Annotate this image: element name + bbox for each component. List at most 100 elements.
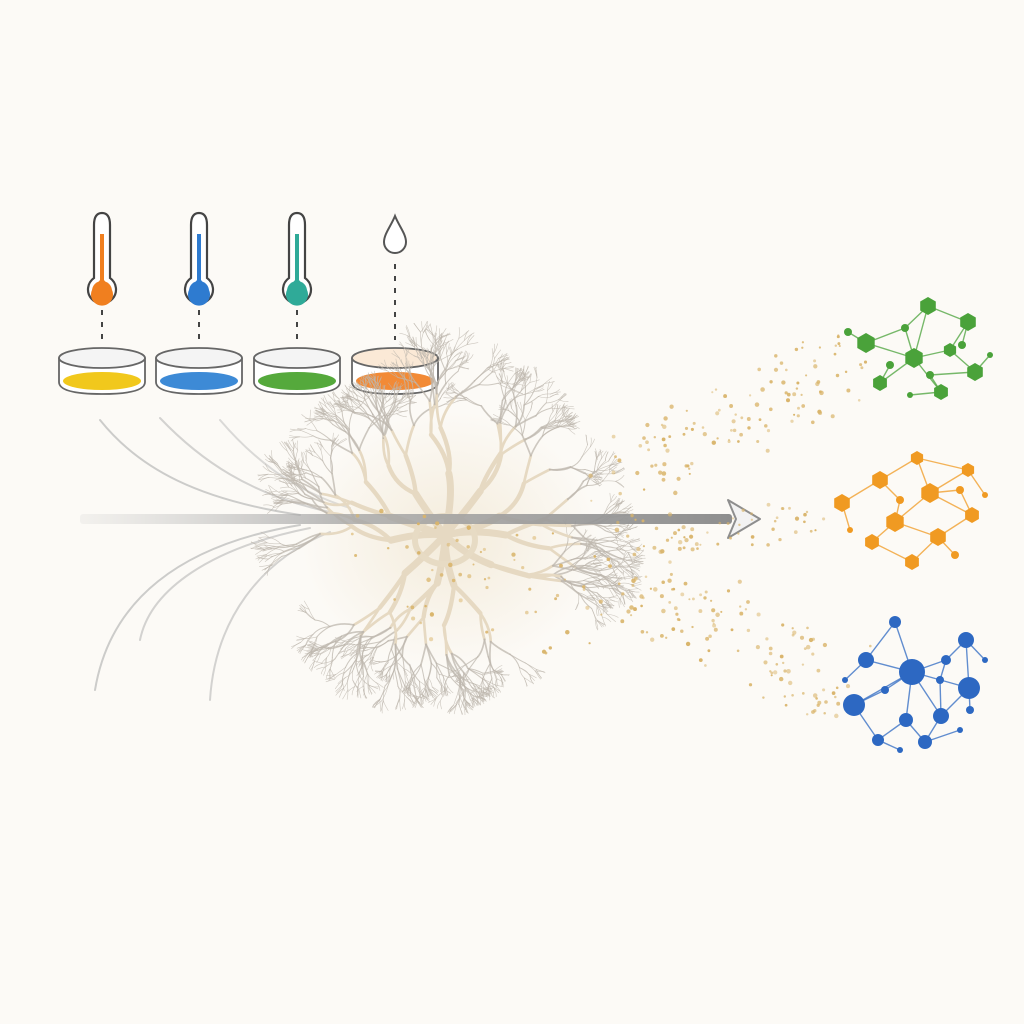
hypha	[618, 598, 620, 608]
hypha	[473, 368, 490, 382]
hypha	[564, 415, 573, 420]
spore-dot	[680, 629, 684, 633]
hypha	[603, 550, 622, 559]
spore-dot	[626, 534, 630, 538]
hypha	[391, 361, 398, 372]
hypha	[318, 647, 329, 655]
spore-dot	[835, 373, 840, 378]
hypha	[629, 542, 638, 552]
dish-rim	[58, 347, 146, 369]
spore-dot	[747, 426, 751, 430]
hypha	[610, 461, 623, 466]
hypha	[556, 405, 561, 414]
hypha	[596, 606, 600, 616]
hypha	[409, 383, 414, 402]
hypha	[500, 371, 502, 385]
hypha	[397, 376, 417, 384]
hypha	[593, 477, 599, 485]
hypha	[288, 492, 299, 495]
hypha	[515, 367, 517, 377]
hypha	[617, 500, 620, 510]
spore-dot	[417, 551, 421, 555]
hypha	[276, 543, 298, 548]
hypha	[306, 648, 317, 652]
hypha	[380, 402, 389, 418]
hypha	[409, 695, 414, 705]
hypha	[312, 455, 324, 462]
hypha	[428, 689, 437, 694]
spore-dot	[768, 651, 773, 656]
hypha	[280, 496, 293, 501]
network-node	[905, 348, 923, 368]
network-edge	[913, 305, 929, 359]
hypha	[616, 544, 625, 549]
hypha	[623, 593, 633, 598]
hypha	[556, 415, 563, 428]
flow-curve	[99, 419, 301, 516]
hypha	[550, 399, 561, 409]
hypha	[287, 439, 294, 450]
hypha	[600, 554, 611, 557]
hypha	[466, 354, 474, 362]
hypha	[528, 573, 563, 578]
spore-dot	[410, 605, 415, 610]
hypha	[524, 366, 529, 376]
spore-dot	[422, 514, 427, 519]
thermometer-icon	[281, 211, 313, 306]
hypha	[438, 425, 452, 476]
hypha	[616, 543, 629, 553]
hypha	[435, 690, 445, 699]
network-node	[843, 694, 865, 716]
network-node	[865, 534, 879, 550]
hypha	[431, 686, 439, 693]
hypha	[352, 382, 357, 391]
hypha	[381, 392, 384, 404]
spore-dot	[726, 589, 731, 593]
hypha	[298, 492, 313, 500]
spore-dot	[766, 543, 770, 547]
hypha	[482, 662, 491, 679]
petri-dish-icon	[253, 347, 341, 395]
hypha	[329, 669, 332, 679]
spore-dot	[813, 364, 818, 369]
hypha	[382, 402, 386, 418]
hypha	[625, 541, 634, 547]
hypha	[594, 471, 602, 474]
hypha	[349, 396, 363, 403]
hypha	[574, 538, 586, 543]
hypha	[594, 479, 604, 481]
spore-dot	[723, 394, 728, 399]
hypha	[501, 674, 506, 682]
hypha	[533, 383, 546, 391]
hypha	[364, 385, 367, 400]
spore-dot	[836, 335, 840, 339]
hypha	[446, 356, 455, 367]
hypha	[395, 390, 398, 403]
hypha	[360, 380, 362, 390]
hypha	[448, 704, 455, 714]
spore-dot	[704, 590, 708, 594]
spore-dot	[857, 399, 861, 402]
hypha	[426, 688, 428, 698]
hypha	[382, 433, 391, 468]
hypha	[587, 546, 595, 552]
hypha	[550, 393, 559, 398]
spore-dot	[630, 513, 634, 518]
hypha	[619, 598, 625, 608]
hypha	[357, 675, 364, 688]
hypha	[514, 404, 518, 428]
hypha	[422, 348, 428, 357]
hypha	[523, 677, 528, 687]
spore-dot	[621, 592, 625, 596]
hypha	[401, 531, 449, 577]
hypha	[404, 684, 414, 696]
hypha	[459, 686, 471, 694]
spore-dot	[675, 612, 679, 616]
hypha	[300, 634, 314, 643]
hypha	[523, 387, 526, 406]
hypha	[609, 463, 618, 470]
hypha	[455, 380, 476, 398]
spore-dot	[669, 404, 674, 409]
hypha	[331, 437, 337, 447]
hypha	[489, 640, 492, 664]
